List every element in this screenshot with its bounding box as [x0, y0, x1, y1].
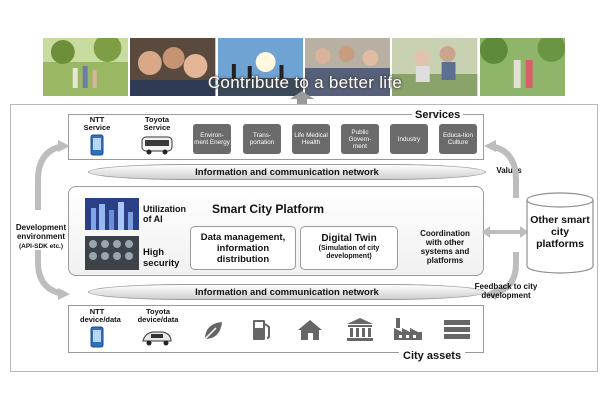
car-icon	[142, 331, 172, 346]
toyota-service-label: Toyota Service	[143, 115, 171, 132]
banner-title: Contribute to a better life	[207, 73, 403, 92]
service-category-education: Educa-tion Culture	[439, 124, 477, 154]
services-title: Services	[412, 109, 464, 121]
ntt-device-label: NTT device/data	[80, 307, 121, 324]
photo-friends-selfie	[130, 38, 216, 96]
digital-twin-title: Digital Twin	[321, 233, 377, 244]
development-label: Development environment	[15, 223, 67, 241]
service-category-environment: Environ-ment Energy	[193, 124, 231, 154]
other-platforms-label: Other smart city platforms	[530, 214, 590, 250]
server-rack-icon	[444, 320, 470, 339]
factory-icon	[394, 318, 422, 340]
security-label: High security	[143, 247, 180, 269]
service-category-public-government: Public Govern-ment	[341, 124, 379, 154]
service-category-life-medical: Life Medical Health	[292, 124, 330, 154]
smartphone-icon	[90, 134, 104, 156]
photo-couple-park	[479, 38, 565, 96]
photo-sunset-crowd	[217, 38, 303, 96]
smartphone-icon	[90, 326, 104, 348]
network-band-bottom: Information and communication network	[88, 284, 486, 300]
photo-banner	[43, 38, 565, 96]
government-building-icon	[347, 318, 373, 341]
values-label: Values	[496, 166, 522, 175]
data-management-text: Data management, information distributio…	[200, 232, 286, 265]
security-grid-image	[85, 236, 139, 270]
digital-twin-box: Digital Twin (Simulation of city develop…	[300, 226, 398, 270]
feedback-label: Feedback to city development	[474, 282, 538, 300]
photo-family-park	[43, 38, 129, 96]
house-icon	[298, 320, 322, 340]
data-management-box: Data management, information distributio…	[190, 226, 296, 270]
database-cylinder-icon	[526, 192, 594, 274]
up-arrow-icon	[290, 91, 314, 105]
toyota-device-label: Toyota device/data	[137, 307, 179, 324]
platform-connector-arrow	[482, 226, 528, 238]
ntt-service-label: NTT Service	[83, 115, 111, 132]
network-band-top: Information and communication network	[88, 164, 486, 180]
ai-label: Utilization of AI	[143, 204, 186, 224]
coordination-text: Coordination with other systems and plat…	[420, 229, 470, 265]
bus-icon	[141, 136, 173, 155]
left-cycle-arrows	[35, 140, 70, 300]
leaf-icon	[204, 322, 222, 340]
fuel-pump-icon	[253, 320, 270, 340]
development-sub-label: (API-SDK etc.)	[18, 243, 64, 250]
platform-title: Smart City Platform	[212, 202, 325, 216]
photo-elderly-care	[392, 38, 478, 96]
service-category-industry: Industry	[390, 124, 428, 154]
service-category-transportation: Trans-portation	[243, 124, 281, 154]
photo-group-people	[304, 38, 391, 96]
ai-city-image	[85, 198, 139, 230]
right-cycle-arrows	[484, 140, 519, 300]
assets-layer	[68, 305, 484, 353]
digital-twin-subtitle: (Simulation of city development)	[318, 245, 380, 260]
city-assets-title: City assets	[399, 350, 466, 362]
